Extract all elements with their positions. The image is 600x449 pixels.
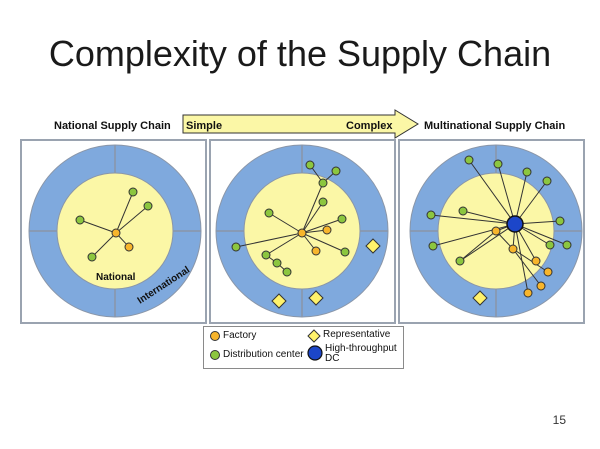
national-supply-chain-label: National Supply Chain — [54, 120, 171, 132]
legend-factory-label: Factory — [223, 330, 257, 341]
slide-title: Complexity of the Supply Chain — [48, 33, 552, 74]
legend-item-representative: Representative — [307, 329, 390, 343]
distribution-center-icon — [455, 256, 465, 266]
distribution-center-icon — [231, 242, 241, 252]
legend-distribution-center-label: Distribution center — [223, 349, 304, 360]
distribution-center-icon — [545, 240, 555, 250]
national-label: National — [96, 272, 136, 283]
distribution-center-icon — [75, 215, 85, 225]
factory-icon — [508, 244, 518, 254]
legend: Factory Distribution center Representati… — [203, 326, 404, 369]
distribution-center-icon — [264, 208, 274, 218]
representative-icon — [308, 290, 324, 306]
distribution-center-icon — [282, 267, 292, 277]
page-number: 15 — [552, 413, 566, 427]
factory-icon — [124, 242, 134, 252]
complexity-arrow-shape — [182, 109, 419, 139]
distribution-center-icon — [261, 250, 271, 260]
distribution-center-icon — [555, 216, 565, 226]
distribution-center-icon — [143, 201, 153, 211]
panel-international — [209, 139, 396, 324]
distribution-center-icon — [542, 176, 552, 186]
distribution-center-icon — [562, 240, 572, 250]
distribution-center-icon — [305, 160, 315, 170]
factory-icon — [322, 225, 332, 235]
panel-national: National International — [20, 139, 207, 324]
distribution-center-icon — [340, 247, 350, 257]
legend-representative-label: Representative — [323, 329, 391, 340]
high-throughput-dc-icon — [307, 345, 323, 361]
representative-icon — [365, 238, 381, 254]
panel-multinational — [398, 139, 585, 324]
distribution-center-icon — [318, 197, 328, 207]
distribution-center-icon — [428, 241, 438, 251]
distribution-center-icon — [493, 159, 503, 169]
high-throughput-dc-icon — [506, 215, 524, 233]
distribution-center-icon — [458, 206, 468, 216]
legend-item-high-throughput-dc: High-throughput DC — [307, 344, 397, 364]
arrow-complex-label: Complex — [346, 120, 393, 132]
factory-icon — [111, 228, 121, 238]
factory-icon — [543, 267, 553, 277]
distribution-center-icon — [426, 210, 436, 220]
factory-icon — [531, 256, 541, 266]
multinational-supply-chain-label: Multinational Supply Chain — [424, 120, 566, 132]
distribution-center-icon — [210, 350, 220, 360]
factory-icon — [311, 246, 321, 256]
factory-icon — [536, 281, 546, 291]
distribution-center-icon — [318, 178, 328, 188]
distribution-center-icon — [522, 167, 532, 177]
factory-icon — [297, 228, 307, 238]
factory-icon — [523, 288, 533, 298]
representative-icon — [472, 290, 488, 306]
legend-item-factory: Factory — [209, 330, 256, 342]
legend-high-throughput-dc-label: High-throughput DC — [325, 343, 397, 364]
distribution-center-icon — [337, 214, 347, 224]
distribution-center-icon — [464, 155, 474, 165]
distribution-center-icon — [272, 258, 282, 268]
distribution-center-icon — [331, 166, 341, 176]
factory-icon — [210, 331, 220, 341]
factory-icon — [491, 226, 501, 236]
distribution-center-icon — [87, 252, 97, 262]
arrow-simple-label: Simple — [186, 120, 222, 132]
legend-item-distribution-center: Distribution center — [209, 349, 304, 361]
representative-icon — [307, 329, 321, 343]
distribution-center-icon — [128, 187, 138, 197]
representative-icon — [271, 293, 287, 309]
